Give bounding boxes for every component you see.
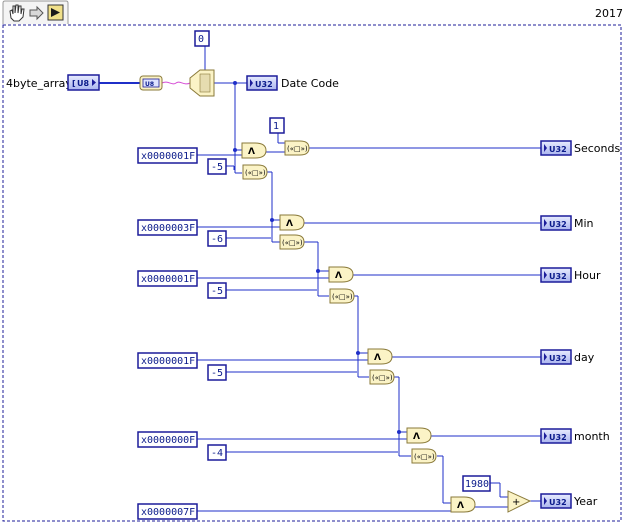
svg-text:(«□»): («□») (282, 239, 303, 247)
date-code-indicator: U32 (246, 75, 278, 91)
output-label: Hour (574, 269, 601, 282)
and-node[interactable]: Λ (328, 266, 354, 283)
shift-constant[interactable]: -5 (207, 364, 227, 381)
year-offset-value: 1980 (465, 479, 489, 490)
output-type: U32 (549, 354, 567, 363)
index-constant[interactable]: 0 (194, 30, 210, 47)
add-node[interactable]: + (507, 490, 532, 513)
logical-shift-node[interactable]: («□») (369, 369, 395, 385)
svg-text:(«□»): («□») (245, 169, 266, 177)
mask-constant[interactable]: x0000007F (137, 503, 198, 520)
mask-value: x0000001F (141, 151, 195, 162)
output-type: U32 (549, 498, 567, 507)
output-label: Year (573, 495, 598, 508)
output-label: day (574, 351, 595, 364)
index-array-node[interactable] (189, 69, 215, 97)
shift-value: -5 (211, 162, 223, 173)
output-type: U32 (549, 272, 567, 281)
output-indicator: U32 (540, 215, 572, 231)
output-indicator: U32 (540, 349, 572, 365)
shift-value: -5 (211, 368, 223, 379)
row-min: x0000003F -5Λ («□») U32 Min (137, 158, 594, 236)
output-indicator: U32 (540, 267, 572, 283)
input-label: 4byte_array (6, 77, 72, 90)
logical-shift-node[interactable]: («□») (284, 140, 310, 156)
date-code-type: U32 (255, 80, 273, 89)
mask-constant[interactable]: x0000001F (137, 352, 198, 369)
mask-constant[interactable]: x0000003F (137, 219, 198, 236)
shift-value: -5 (211, 286, 223, 297)
shift-value: 1 (273, 121, 279, 132)
date-code-label: Date Code (281, 77, 339, 90)
input-type: U8 (77, 79, 89, 88)
output-indicator: U32 (540, 493, 572, 509)
logical-shift-node[interactable]: («□») (242, 164, 268, 180)
svg-text:Λ: Λ (286, 219, 293, 229)
and-node[interactable]: Λ (450, 496, 476, 513)
mask-value: x0000001F (141, 356, 195, 367)
mask-value: x0000003F (141, 223, 195, 234)
shift-value: -6 (211, 234, 223, 245)
and-node[interactable]: Λ (406, 427, 432, 444)
mask-value: x0000000F (141, 435, 195, 446)
shift-constant[interactable]: -5 (207, 282, 227, 299)
shift-constant[interactable]: -6 (207, 230, 227, 247)
logical-shift-node[interactable]: («□») (411, 448, 437, 464)
structure-frame (2, 24, 622, 522)
mask-constant[interactable]: x0000001F (137, 270, 198, 287)
output-type: U32 (549, 433, 567, 442)
output-indicator: U32 (540, 428, 572, 444)
and-node[interactable]: Λ (367, 348, 393, 365)
and-node[interactable]: Λ (279, 214, 305, 231)
mask-constant[interactable]: x0000000F (137, 431, 198, 448)
wire-junctions (233, 81, 401, 434)
mask-value: x0000007F (141, 507, 195, 518)
row-seconds: x0000001F 1Λ («□») U32 Seconds (137, 117, 620, 164)
output-type: U32 (549, 220, 567, 229)
shift-constant[interactable]: 1 (269, 117, 285, 134)
logical-shift-node[interactable]: («□») (329, 288, 355, 304)
svg-text:Λ: Λ (335, 271, 342, 281)
svg-text:[: [ (72, 79, 76, 88)
mask-constant[interactable]: x0000001F (137, 147, 198, 164)
row-hour: x0000001F -6Λ («□») U32 Hour (137, 230, 601, 287)
type-cast-node[interactable]: U8 (139, 75, 163, 91)
hand-icon[interactable] (9, 4, 25, 22)
mask-value: x0000001F (141, 274, 195, 285)
run-icon[interactable] (47, 4, 64, 21)
output-indicator: U32 (540, 140, 572, 156)
and-node[interactable]: Λ (241, 142, 267, 159)
svg-text:(«□»): («□») (332, 293, 353, 301)
row-year: x0000007F -4Λ («□») U32 Year (137, 444, 598, 520)
svg-text:(«□»): («□») (414, 453, 435, 461)
output-type: U32 (549, 145, 567, 154)
shift-constant[interactable]: -5 (207, 158, 227, 175)
svg-text:Λ: Λ (413, 432, 420, 442)
output-label: month (574, 430, 610, 443)
svg-text:(«□»): («□») (372, 374, 393, 382)
wires (99, 46, 541, 512)
arrow-icon[interactable] (29, 5, 44, 21)
toolbar-tab (2, 0, 69, 24)
shift-value: -4 (211, 448, 223, 459)
svg-text:Λ: Λ (374, 353, 381, 363)
shift-constant[interactable]: -4 (207, 444, 227, 461)
svg-text:Λ: Λ (457, 501, 464, 511)
index-value: 0 (198, 34, 204, 45)
input-terminal[interactable]: [ U8 (67, 74, 100, 91)
svg-text:Λ: Λ (248, 147, 255, 157)
year-offset-constant[interactable]: 1980 (462, 475, 491, 492)
type-cast-label: U8 (145, 81, 154, 88)
output-label: Seconds (574, 142, 620, 155)
svg-text:(«□»): («□») (287, 145, 308, 153)
svg-text:+: + (512, 497, 520, 508)
row-day: x0000001F -5Λ («□») U32 day (137, 282, 595, 369)
row-month: x0000000F -5Λ («□») U32 month (137, 364, 610, 448)
version-label: 2017 (595, 7, 623, 20)
logical-shift-node[interactable]: («□») (279, 234, 305, 250)
output-label: Min (574, 217, 594, 230)
